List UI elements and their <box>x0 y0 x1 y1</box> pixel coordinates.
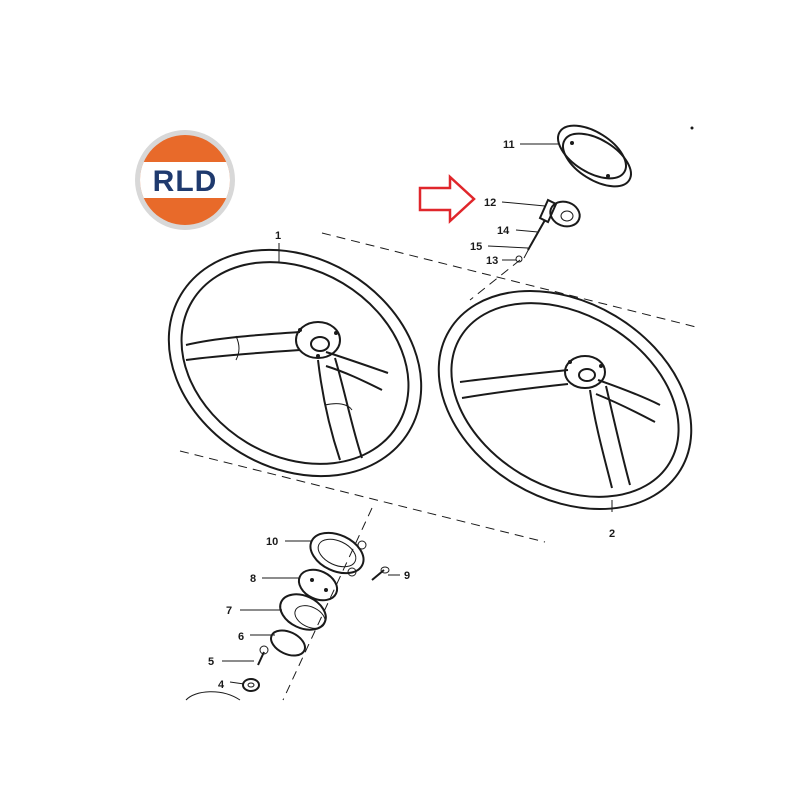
callout-8: 8 <box>250 573 256 585</box>
steering-wheel-left <box>167 248 423 478</box>
part-12-contact-assembly <box>515 198 581 263</box>
part-4-nut <box>242 678 260 692</box>
leader-lines <box>222 143 613 685</box>
callout-5: 5 <box>208 656 214 668</box>
part-6-clip-ring <box>270 629 306 657</box>
stray-dot <box>690 126 694 130</box>
dashed-guides <box>179 232 701 701</box>
part-10-mounting-plate <box>309 531 367 577</box>
callout-2: 2 <box>609 528 615 540</box>
callout-labels: 1 2 4 5 6 7 8 9 10 11 12 13 14 15 <box>208 139 615 691</box>
callout-14: 14 <box>497 225 510 237</box>
callout-10: 10 <box>266 536 278 548</box>
column-arc <box>185 691 241 701</box>
callout-9: 9 <box>404 570 410 582</box>
callout-13: 13 <box>486 255 498 267</box>
callout-7: 7 <box>226 605 232 617</box>
callout-11: 11 <box>503 139 515 151</box>
steering-wheel-right <box>437 289 693 511</box>
part-7-hub-boss <box>279 593 327 631</box>
callout-4: 4 <box>218 679 225 691</box>
red-arrow-icon <box>418 174 476 224</box>
part-9-screw <box>371 566 390 581</box>
callout-1: 1 <box>275 230 281 242</box>
callout-12: 12 <box>484 197 496 209</box>
callout-15: 15 <box>470 241 482 253</box>
part-8-shim <box>297 568 339 602</box>
callout-6: 6 <box>238 631 244 643</box>
part-11-horn-ring <box>557 124 632 188</box>
rld-logo: RLD <box>135 130 235 230</box>
logo-text: RLD <box>153 165 218 198</box>
part-5-bolt <box>257 645 269 666</box>
